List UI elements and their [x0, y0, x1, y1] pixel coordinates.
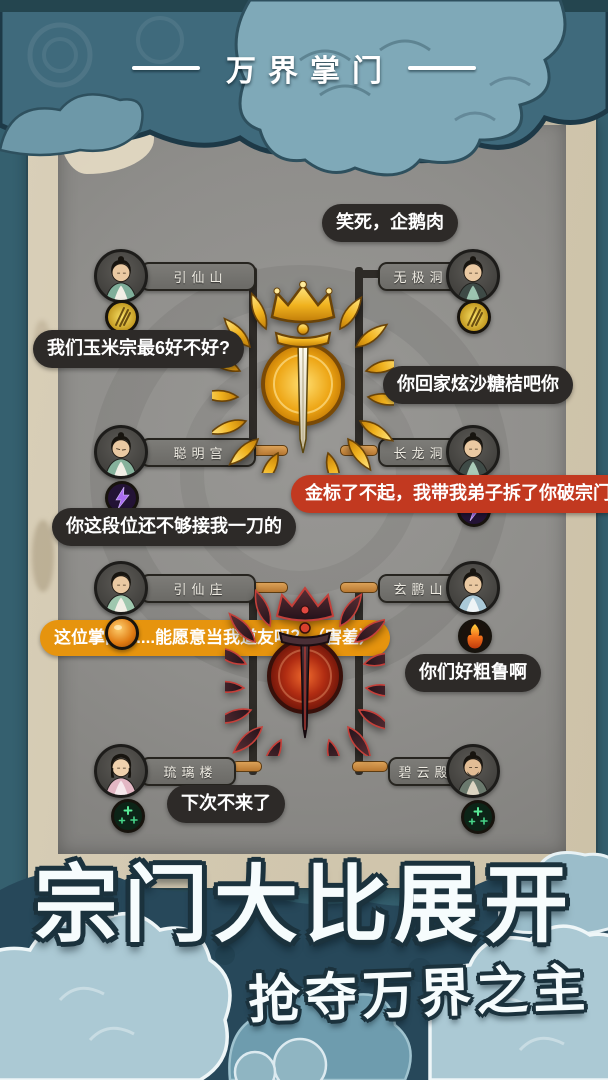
sect-name: 玄鹏山: [393, 583, 448, 598]
game-title-bar: 万界掌门: [0, 46, 608, 90]
title-rule-left: [132, 66, 200, 70]
title-rule-right: [408, 66, 476, 70]
green-rune-icon: [111, 799, 145, 833]
chat-text: 你这段位还不够接我一刀的: [66, 516, 282, 536]
chat-bubble: 你们好粗鲁啊: [405, 654, 541, 692]
game-title: 万界掌门: [226, 54, 394, 89]
bracket-line-top-right: [355, 267, 363, 455]
sect-master-avatar[interactable]: [446, 561, 500, 615]
sect-name: 聪明宫: [173, 447, 228, 462]
chat-bubble: 金标了不起，我带我弟子拆了你破宗门: [291, 475, 608, 513]
event-banner-title: 宗门大比展开: [33, 855, 574, 954]
sect-name: 碧云殿: [398, 766, 453, 781]
bracket-stub-top-right: [355, 270, 382, 278]
connector-stub-row3-right: [340, 582, 378, 593]
chat-bubble: 笑死，企鹅肉: [322, 204, 458, 242]
sect-master-avatar[interactable]: [94, 249, 148, 303]
chat-text: 我们玉米宗最6好不好?: [47, 338, 231, 358]
sect-master-avatar[interactable]: [446, 425, 500, 479]
bracket-line-bottom-right: [355, 590, 363, 775]
sect-master-avatar[interactable]: [94, 744, 148, 798]
bracket-line-bottom-left: [249, 590, 257, 775]
sect-name: 引仙庄: [173, 583, 228, 598]
red-challenger-emblem: [225, 586, 385, 756]
connector-stub-row4-right: [352, 761, 388, 772]
sect-name: 引仙山: [173, 271, 228, 286]
sect-master-avatar[interactable]: [446, 249, 500, 303]
paper-stain: [32, 520, 54, 592]
event-banner-subtitle: 抢夺万界之主: [247, 958, 592, 1031]
flame-icon: [458, 619, 492, 653]
sect-name: 琉璃楼: [163, 766, 218, 781]
chat-bubble: 我们玉米宗最6好不好?: [33, 330, 245, 368]
green-rune-icon: [461, 800, 495, 834]
chat-text: 你回家炫沙糖桔吧你: [397, 374, 559, 394]
sect-master-avatar[interactable]: [94, 425, 148, 479]
connector-stub-row4-left: [232, 761, 262, 772]
chat-text: 你们好粗鲁啊: [419, 662, 527, 682]
sect-master-avatar[interactable]: [446, 744, 500, 798]
chat-text: 下次不来了: [181, 793, 271, 813]
chat-text: 笑死，企鹅肉: [336, 212, 444, 232]
chat-bubble: 你这段位还不够接我一刀的: [52, 508, 296, 546]
sect-name-plate: 引仙庄: [140, 574, 256, 603]
chat-text: 金标了不起，我带我弟子拆了你破宗门: [305, 483, 608, 503]
chat-bubble: 你回家炫沙糖桔吧你: [383, 366, 573, 404]
gold-champion-emblem: [212, 281, 394, 473]
amber-orb-icon: [105, 616, 139, 650]
sect-master-avatar[interactable]: [94, 561, 148, 615]
sect-name-plate: 引仙山: [140, 262, 256, 291]
sect-name: 长龙洞: [393, 447, 448, 462]
chat-bubble: 下次不来了: [167, 785, 285, 823]
sect-name: 无极洞: [393, 271, 448, 286]
sect-name-plate: 琉璃楼: [140, 757, 236, 786]
gold-weapon-icon: [105, 300, 139, 334]
board-top-edge: [58, 120, 566, 125]
gold-weapon-icon: [457, 300, 491, 334]
bracket-line-top-left: [249, 267, 257, 455]
